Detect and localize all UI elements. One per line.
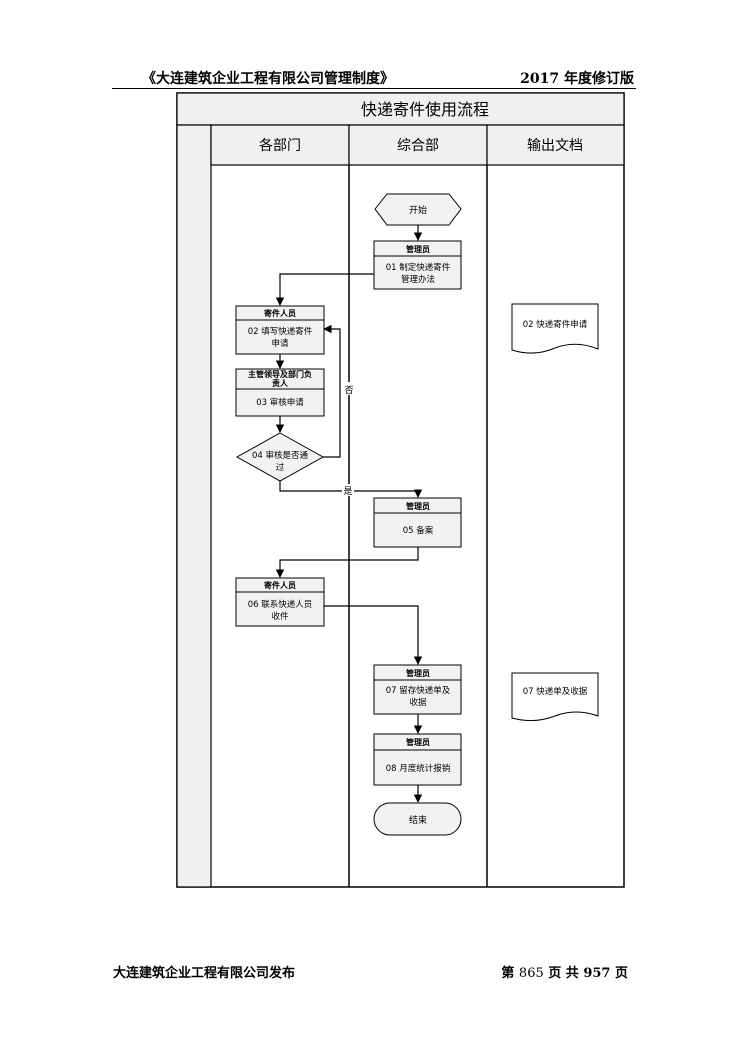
step-07-text: 07 留存快递单及 bbox=[386, 685, 451, 696]
start-label: 开始 bbox=[409, 204, 427, 216]
no-label-bg bbox=[343, 382, 354, 395]
step-01-box bbox=[373, 240, 462, 290]
arrow-01-to-02 bbox=[275, 273, 374, 306]
step-08-box bbox=[373, 733, 462, 786]
footer-publisher: 大连建筑企业工程有限公司发布 bbox=[113, 966, 296, 981]
step-08-role: 管理员 bbox=[406, 737, 430, 747]
page-prefix: 第 bbox=[501, 966, 519, 981]
step-06-text: 06 联系快递人员 bbox=[248, 599, 313, 610]
arrow-05-to-06 bbox=[275, 547, 419, 578]
lane-header-general-office: 综合部 bbox=[397, 138, 439, 154]
step-06-role: 寄件人员 bbox=[264, 580, 296, 590]
page-total: 957 bbox=[583, 966, 611, 981]
step-08-text: 08 月度统计报销 bbox=[386, 763, 451, 774]
arrow-04-no-back-to-02 bbox=[323, 324, 341, 458]
step-07-text-2: 收据 bbox=[409, 697, 427, 708]
lane-header-output-docs: 输出文档 bbox=[527, 138, 583, 154]
arrow-06-to-07 bbox=[324, 605, 423, 665]
no-label: 否 bbox=[344, 385, 353, 396]
header-edition: 2017 年度修订版 bbox=[520, 71, 634, 87]
step-03-text: 03 审核申请 bbox=[256, 397, 304, 408]
step-02-text-2: 申请 bbox=[271, 338, 289, 349]
footer-page-info: 第 865 页 共 957 页 bbox=[501, 962, 628, 981]
decision-04 bbox=[235, 432, 325, 482]
step-07-box bbox=[373, 664, 462, 715]
decision-04-text: 04 审核是否通 bbox=[252, 450, 309, 461]
step-06-text-2: 收件 bbox=[271, 611, 289, 622]
step-06-box bbox=[235, 577, 325, 627]
doc-02-shape bbox=[511, 303, 599, 354]
page-mid: 页 共 bbox=[543, 966, 584, 981]
step-03-role: 主管领导及部门负 bbox=[248, 369, 312, 379]
header-title: 《大连建筑企业工程有限公司管理制度》 bbox=[142, 71, 394, 87]
step-01-text-2: 管理办法 bbox=[401, 274, 435, 285]
step-02-role: 寄件人员 bbox=[264, 308, 296, 318]
step-02-box bbox=[235, 305, 325, 355]
doc-02-label: 02 快递寄件申请 bbox=[523, 319, 588, 330]
lane-header-departments: 各部门 bbox=[259, 138, 301, 154]
start-node bbox=[374, 193, 462, 226]
end-label: 结束 bbox=[409, 814, 427, 826]
step-01-role: 管理员 bbox=[406, 244, 430, 254]
step-05-role: 管理员 bbox=[406, 501, 430, 511]
doc-07-shape bbox=[511, 672, 599, 722]
page-suffix: 页 bbox=[610, 966, 628, 981]
end-node bbox=[373, 802, 462, 836]
yes-label-bg bbox=[342, 484, 354, 496]
decision-04-text-2: 过 bbox=[276, 462, 285, 473]
step-07-role: 管理员 bbox=[406, 668, 430, 678]
yes-label: 是 bbox=[343, 486, 352, 497]
doc-07-label: 07 快递单及收据 bbox=[523, 686, 588, 697]
page-number: 865 bbox=[518, 966, 544, 981]
step-03-box bbox=[235, 368, 325, 417]
chart-title: 快递寄件使用流程 bbox=[361, 100, 489, 119]
step-03-role-2: 责人 bbox=[272, 378, 289, 388]
step-05-box bbox=[373, 497, 462, 548]
header-rule bbox=[112, 88, 636, 89]
step-05-text: 05 备案 bbox=[403, 525, 434, 536]
step-02-text: 02 填写快递寄件 bbox=[248, 326, 313, 337]
step-01-text: 01 制定快递寄件 bbox=[386, 262, 451, 273]
